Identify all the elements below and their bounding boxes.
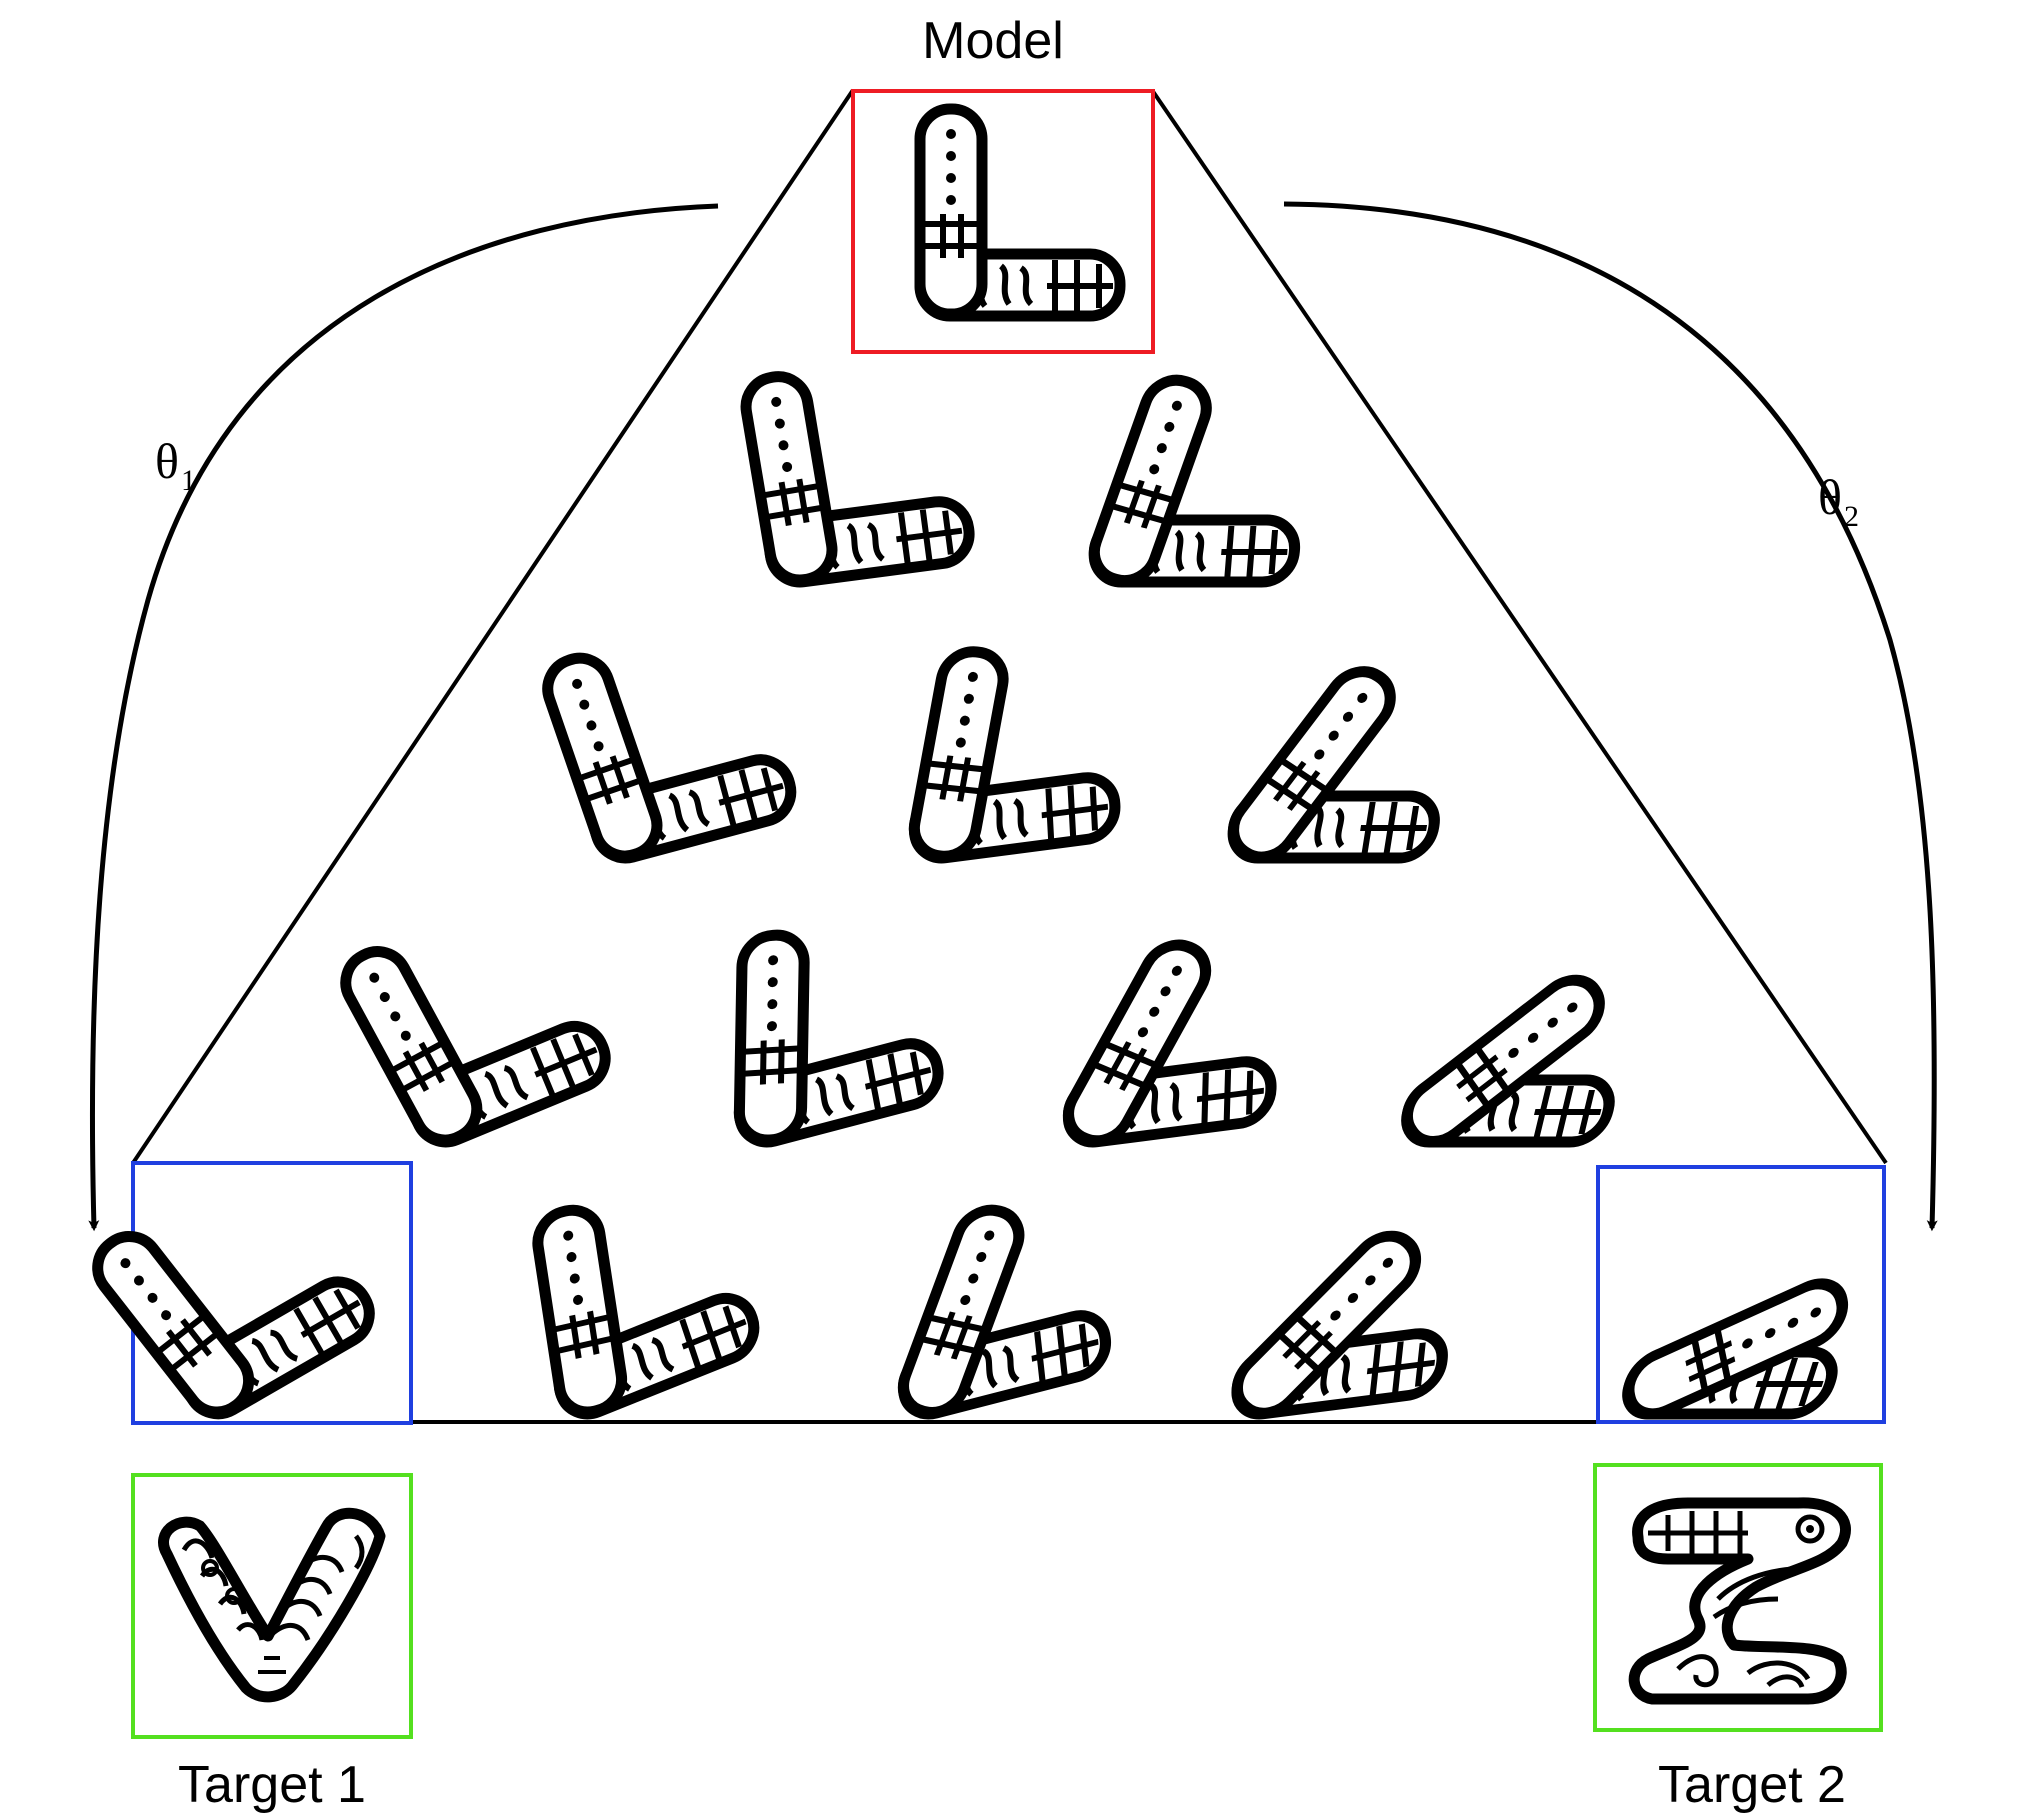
triangle-right-edge bbox=[1150, 88, 1888, 1165]
deformed-glyph bbox=[532, 1204, 760, 1420]
deformed-glyph bbox=[914, 103, 1126, 322]
deformed-glyph bbox=[897, 1204, 1112, 1420]
triangle-left-edge bbox=[131, 88, 855, 1165]
deformed-glyph bbox=[542, 652, 797, 864]
theta2-label: θ2 bbox=[1818, 469, 1859, 533]
deformed-glyph bbox=[1088, 374, 1301, 588]
deformed-glyph bbox=[1401, 974, 1615, 1148]
deformed-glyph bbox=[1622, 1278, 1849, 1420]
target1-label: Target 1 bbox=[178, 1756, 366, 1814]
deformed-glyph bbox=[733, 929, 944, 1148]
deformed-glyph bbox=[1227, 666, 1440, 864]
target1-v-glyph bbox=[158, 1507, 386, 1703]
deformed-glyph bbox=[1231, 1230, 1448, 1420]
theta1-arrow bbox=[88, 203, 719, 1232]
deformed-glyph bbox=[740, 371, 975, 588]
glyph-layer bbox=[92, 103, 1849, 1420]
target2-z-glyph bbox=[1628, 1497, 1851, 1705]
deformed-glyph bbox=[340, 946, 611, 1148]
target2-label: Target 2 bbox=[1658, 1756, 1846, 1814]
model-label: Model bbox=[922, 12, 1064, 70]
deformed-glyph bbox=[1062, 939, 1277, 1148]
deformed-glyph bbox=[908, 646, 1121, 864]
deformed-glyph bbox=[92, 1231, 375, 1420]
theta2-arrow bbox=[1283, 201, 1938, 1232]
theta1-label: θ1 bbox=[155, 433, 196, 497]
